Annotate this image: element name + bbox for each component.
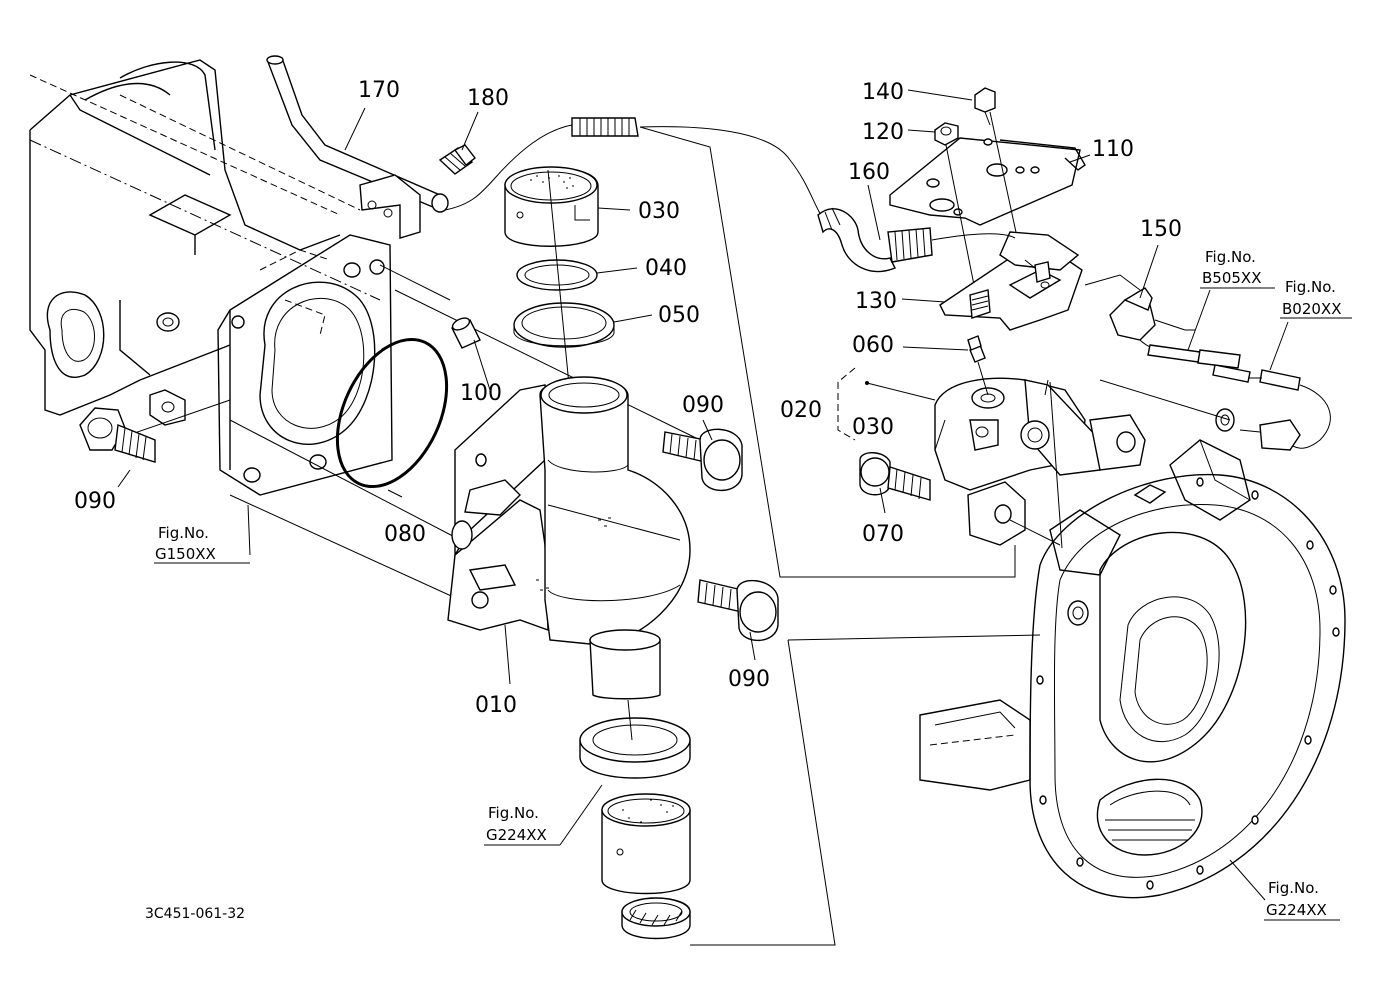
- knuckle-010: [447, 376, 691, 700]
- drawing-number: 3C451-061-32: [145, 906, 245, 922]
- callout-010: 010: [475, 693, 517, 718]
- fig-ref-g224xx-case[interactable]: Fig.No. G224XX: [1264, 879, 1340, 921]
- callout-030-arm: 030: [852, 415, 894, 440]
- fig-ref-label: Fig.No.: [1268, 879, 1319, 897]
- callout-170: 170: [358, 78, 400, 103]
- seal-050: [513, 302, 615, 348]
- fig-ref-label: Fig.No.: [1205, 248, 1256, 266]
- final-drive-case: [919, 439, 1346, 899]
- callout-060: 060: [852, 333, 894, 358]
- fig-ref-code: G224XX: [1266, 901, 1327, 919]
- fig-ref-label: Fig.No.: [1285, 278, 1336, 296]
- wire-harness: [1099, 329, 1331, 451]
- bolt-090-lower: [697, 579, 779, 642]
- fig-ref-b505xx[interactable]: Fig.No. B505XX: [1200, 248, 1275, 289]
- fig-ref-g150xx[interactable]: Fig.No. G150XX: [154, 524, 250, 564]
- callout-080: 080: [384, 522, 426, 547]
- callout-180: 180: [467, 86, 509, 111]
- callout-070: 070: [862, 522, 904, 547]
- bolt-090-upper: [662, 428, 743, 492]
- axle-housing: [29, 59, 381, 426]
- hose-spring-top: [571, 117, 826, 221]
- hose-160: [817, 207, 1016, 273]
- arm-assembly-020: [934, 377, 1146, 546]
- figure-references: Fig.No. G150XX Fig.No. B505XX Fig.No. B0…: [154, 248, 1352, 921]
- bolt-070: [859, 452, 931, 501]
- fig-ref-label: Fig.No.: [158, 524, 209, 542]
- callout-120: 120: [862, 120, 904, 145]
- o-ring-080: [335, 337, 449, 489]
- callout-150: 150: [1140, 217, 1182, 242]
- callout-160: 160: [848, 160, 890, 185]
- callout-130: 130: [855, 289, 897, 314]
- callout-090-lower: 090: [728, 667, 770, 692]
- fitting-180: [438, 144, 476, 175]
- pin-100: [451, 317, 481, 349]
- leader-lines: [117, 89, 1289, 901]
- fig-ref-label: Fig.No.: [488, 804, 539, 822]
- callout-140: 140: [862, 80, 904, 105]
- callout-labels: 010 020 030 030 040 050 060 070 080 090 …: [74, 78, 1182, 718]
- fig-ref-code: B505XX: [1202, 269, 1261, 287]
- callout-040: 040: [645, 256, 687, 281]
- fig-ref-g224xx-bearing[interactable]: Fig.No. G224XX: [484, 804, 560, 846]
- fig-ref-code: G150XX: [155, 545, 216, 563]
- lower-bearing-set: [579, 717, 691, 940]
- callout-020: 020: [780, 398, 822, 423]
- callout-030-upper: 030: [638, 199, 680, 224]
- fig-ref-b020xx[interactable]: Fig.No. B020XX: [1280, 278, 1352, 319]
- grease-nipple-060: [967, 335, 989, 396]
- callout-050: 050: [658, 303, 700, 328]
- nut-120: [934, 122, 959, 146]
- callout-100: 100: [460, 381, 502, 406]
- pipe-170: [266, 55, 449, 239]
- bolt-090-left: [79, 407, 156, 463]
- fig-ref-code: G224XX: [486, 826, 547, 844]
- callout-110: 110: [1092, 137, 1134, 162]
- bracket-130: [939, 231, 1083, 331]
- plate-110: [889, 137, 1086, 226]
- callout-090-upper: 090: [682, 393, 724, 418]
- callout-090-left: 090: [74, 489, 116, 514]
- bolt-140: [974, 87, 996, 126]
- fig-ref-code: B020XX: [1282, 300, 1341, 318]
- sensor-150: [1084, 274, 1186, 356]
